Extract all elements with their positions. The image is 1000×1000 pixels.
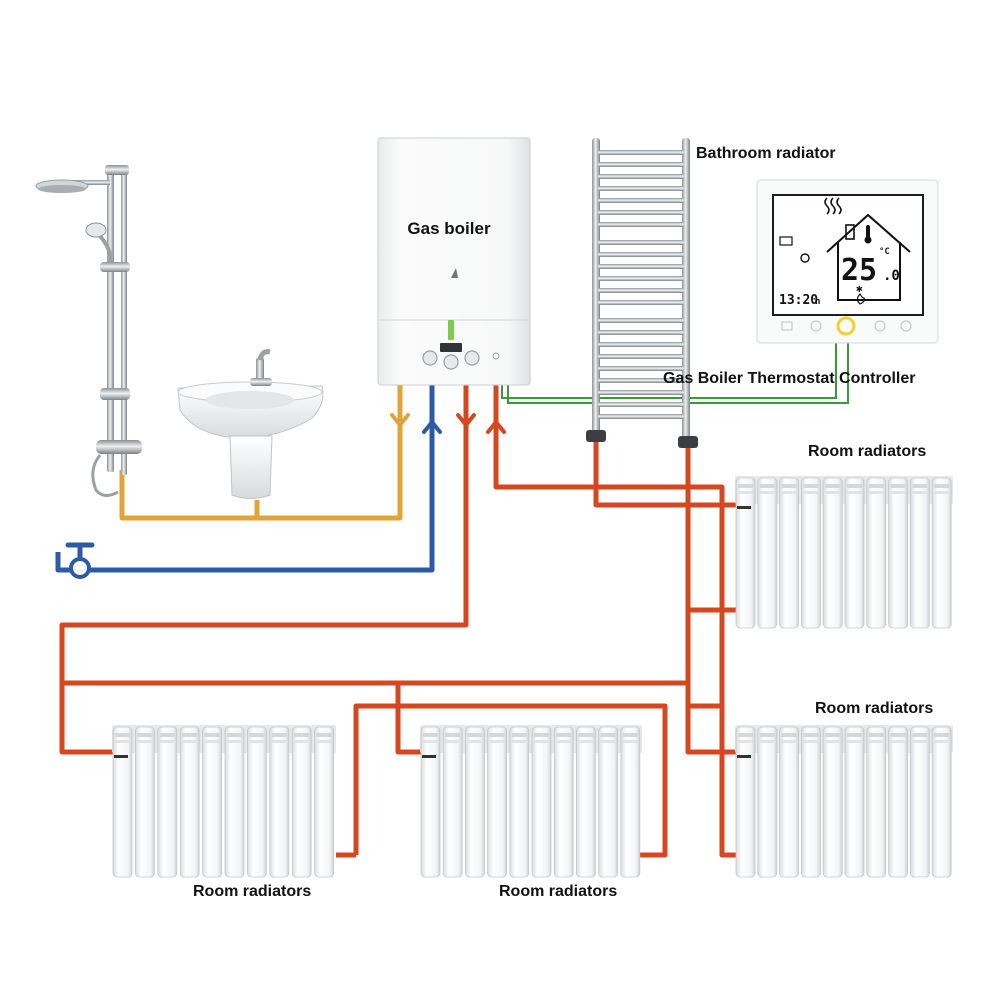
water-valve-icon bbox=[65, 542, 95, 579]
radiator-fin bbox=[134, 726, 155, 878]
radiator-fin bbox=[779, 477, 800, 629]
radiator-fin bbox=[888, 477, 909, 629]
towel-bar bbox=[598, 276, 684, 281]
radiator-fin bbox=[575, 726, 596, 878]
flame-icon bbox=[856, 292, 866, 305]
gas-boiler-label: Gas boiler bbox=[407, 219, 491, 238]
radiator-fin bbox=[822, 726, 843, 878]
radiator-fin bbox=[757, 726, 778, 878]
towel-bar bbox=[598, 210, 684, 215]
shower-icon bbox=[35, 165, 142, 497]
towel-bar bbox=[598, 174, 684, 179]
radiator-fin bbox=[800, 726, 821, 878]
towel-bar bbox=[598, 162, 684, 167]
radiator-fin bbox=[224, 726, 245, 878]
radiator-fin bbox=[420, 726, 441, 878]
radiator-fin bbox=[314, 726, 335, 878]
radiator-fin bbox=[464, 726, 485, 878]
radiator-fin bbox=[931, 477, 952, 629]
towel-bar bbox=[598, 150, 684, 155]
radiator-fin bbox=[291, 726, 312, 878]
flow-arrows bbox=[390, 413, 506, 434]
thermostat-time: 13:20 bbox=[779, 293, 818, 308]
towel-bar bbox=[598, 264, 684, 269]
thermostat-controller-label: Gas Boiler Thermostat Controller bbox=[663, 370, 916, 387]
radiator-fin bbox=[735, 477, 756, 629]
radiator-fin bbox=[202, 726, 223, 878]
radiator-fin bbox=[487, 726, 508, 878]
towel-bar bbox=[598, 288, 684, 293]
radiator-fin bbox=[931, 726, 952, 878]
bathroom-radiator-label: Bathroom radiator bbox=[696, 145, 836, 162]
gas-boiler: Gas boiler bbox=[377, 137, 531, 386]
thermostat-temperature-decimal: .0 bbox=[883, 268, 900, 284]
towel-bar bbox=[598, 378, 684, 383]
radiator-fin bbox=[844, 477, 865, 629]
towel-bar bbox=[598, 330, 684, 335]
radiator-fin bbox=[800, 477, 821, 629]
towel-bar bbox=[598, 198, 684, 203]
towel-bar bbox=[598, 402, 684, 407]
radiator-fin bbox=[531, 726, 552, 878]
thermostat-temperature: 25 bbox=[841, 253, 877, 288]
heat-waves-icon bbox=[824, 197, 842, 215]
radiator-fin bbox=[442, 726, 463, 878]
radiator-fin bbox=[822, 477, 843, 629]
towel-bar bbox=[598, 390, 684, 395]
radiator-fin bbox=[620, 726, 641, 878]
snowflake-icon: ✱ bbox=[856, 282, 863, 295]
radiator-fin bbox=[779, 726, 800, 878]
boiler-flame-icon bbox=[451, 268, 458, 278]
towel-bar bbox=[598, 354, 684, 359]
towel-bar bbox=[598, 252, 684, 257]
hot-water-pipe bbox=[119, 385, 403, 521]
radiator-fin bbox=[735, 726, 756, 878]
thermostat-controller: 25 .0 °C 13:20 h ✱ Gas Boiler Thermostat… bbox=[663, 179, 939, 387]
room-radiators-label-bottom-right: Room radiators bbox=[815, 700, 933, 717]
radiator-fin bbox=[757, 477, 778, 629]
towel-bar bbox=[598, 186, 684, 191]
thermometer-icon bbox=[864, 225, 872, 244]
room-radiator-bottom-left bbox=[112, 725, 336, 878]
room-radiator-bottom-center bbox=[420, 725, 642, 878]
radiator-fin bbox=[269, 726, 290, 878]
thermostat-unit: °C bbox=[879, 247, 890, 257]
radiator-fin bbox=[157, 726, 178, 878]
bathroom-radiator: Bathroom radiator bbox=[586, 138, 836, 448]
towel-bar bbox=[598, 318, 684, 323]
radiator-fin bbox=[888, 726, 909, 878]
radiator-fin bbox=[246, 726, 267, 878]
radiator-fin bbox=[909, 477, 930, 629]
radiator-fin bbox=[553, 726, 574, 878]
thermostat-time-suffix: h bbox=[815, 297, 820, 307]
radiator-fin bbox=[179, 726, 200, 878]
radiator-fin bbox=[112, 726, 133, 878]
cold-water-pipe bbox=[55, 385, 435, 573]
room-radiators-label-bottom-left: Room radiators bbox=[193, 883, 311, 900]
room-radiators-label-bottom-center: Room radiators bbox=[499, 883, 617, 900]
sink-icon bbox=[177, 349, 324, 499]
towel-bar bbox=[598, 240, 684, 245]
towel-bar bbox=[598, 414, 684, 419]
radiator-fin bbox=[866, 726, 887, 878]
radiator-fin bbox=[598, 726, 619, 878]
radiator-fin bbox=[844, 726, 865, 878]
room-radiator-top-right bbox=[735, 476, 953, 629]
towel-bar bbox=[598, 222, 684, 227]
towel-bar bbox=[598, 342, 684, 347]
radiator-fin bbox=[866, 477, 887, 629]
towel-bar bbox=[598, 366, 684, 371]
towel-bar bbox=[598, 300, 684, 305]
thermostat-power-button[interactable] bbox=[836, 316, 856, 336]
radiator-fin bbox=[909, 726, 930, 878]
room-radiator-bottom-right bbox=[735, 725, 953, 878]
room-radiators-label-top-right: Room radiators bbox=[808, 443, 926, 460]
heating-pipe bbox=[59, 385, 740, 858]
radiator-fin bbox=[509, 726, 530, 878]
